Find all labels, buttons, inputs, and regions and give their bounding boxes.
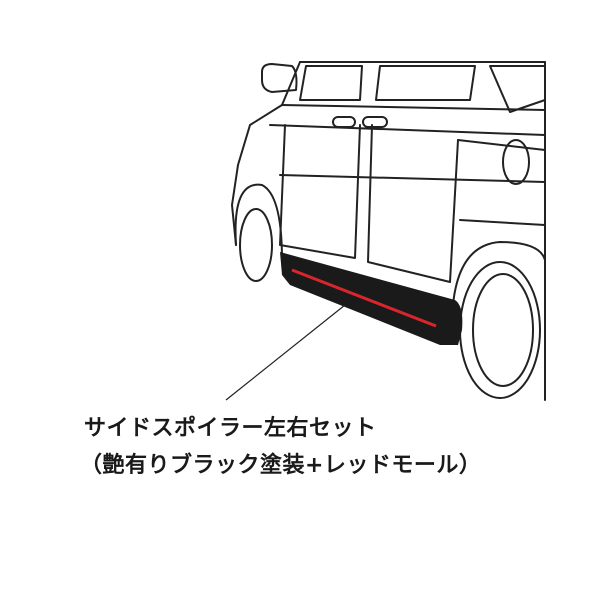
product-caption-title: サイドスポイラー左右セット xyxy=(84,416,377,441)
red-molding xyxy=(291,268,437,328)
fuel-lid xyxy=(502,139,530,185)
rear-window xyxy=(375,65,476,101)
rear-door-handle xyxy=(362,116,388,128)
front-door xyxy=(279,124,361,259)
front-window xyxy=(299,65,363,101)
side-spoiler xyxy=(280,252,463,345)
side-mirror xyxy=(261,63,298,93)
front-wheel-arch xyxy=(234,183,283,261)
front-pillar xyxy=(231,61,301,246)
front-door-handle xyxy=(332,116,356,128)
rear-wheel-arch xyxy=(451,241,546,319)
rear-quarter-window xyxy=(489,65,546,113)
product-caption-detail: （艶有りブラック塗装+レッドモール） xyxy=(80,453,482,478)
front-wheel xyxy=(239,208,273,282)
belt-line xyxy=(281,104,546,111)
sliding-door xyxy=(367,124,459,283)
leader-line xyxy=(225,304,346,401)
